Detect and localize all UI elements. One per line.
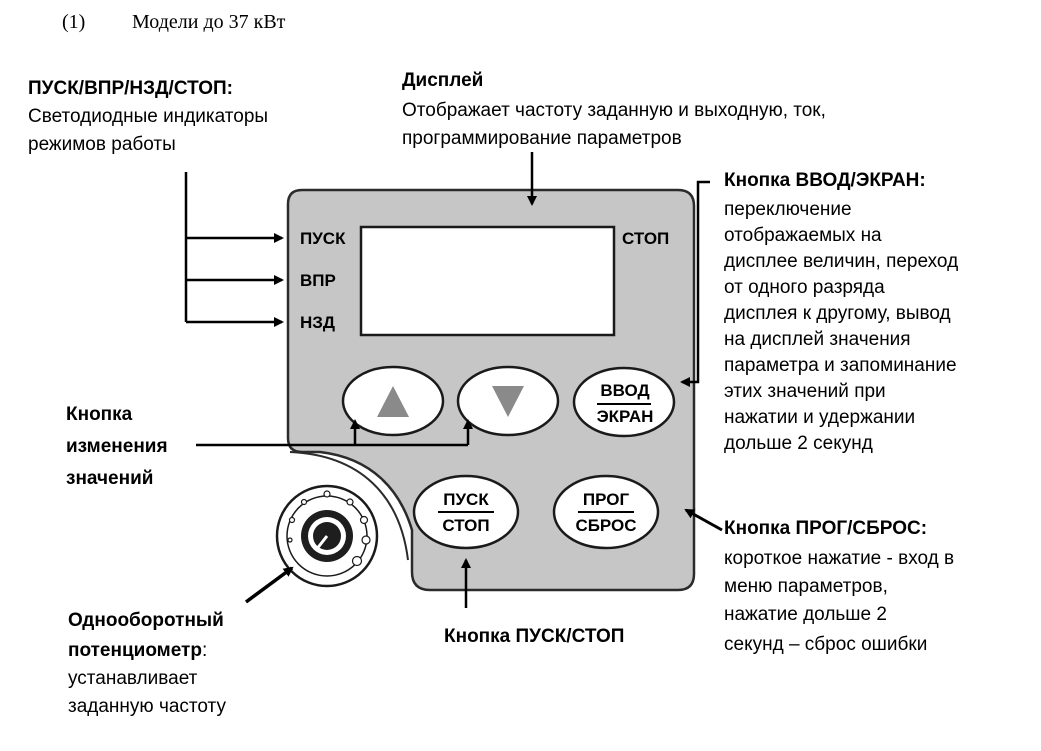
run-button-bottom-label: СТОП xyxy=(442,516,490,535)
pot-callout-desc-2: заданную частоту xyxy=(68,696,226,717)
prog-desc-line: короткое нажатие - вход в xyxy=(724,548,955,569)
enter-desc-line: от одного разряда xyxy=(724,277,885,298)
enter-desc-line: отображаемых на xyxy=(724,225,882,246)
enter-desc-line: нажатии и удержании xyxy=(724,407,916,428)
enter-callout-desc: переключение отображаемых на дисплее вел… xyxy=(724,197,958,457)
prog-button-top-label: ПРОГ xyxy=(582,490,630,509)
section-number: (1) xyxy=(62,11,86,33)
enter-desc-line: дисплее величин, переход xyxy=(724,251,959,272)
enter-desc-line: дольше 2 секунд xyxy=(724,433,873,454)
pot-callout-colon: : xyxy=(201,640,208,661)
panel-arc xyxy=(289,451,409,561)
led-stop-label: СТОП xyxy=(622,229,670,248)
prog-desc-line: меню параметров, xyxy=(724,576,888,597)
enter-desc-line: переключение xyxy=(724,199,852,220)
up-arrow-icon xyxy=(377,386,409,417)
enter-desc-line: этих значений при xyxy=(724,381,886,402)
enter-desc-line: дисплея к другому, вывод xyxy=(724,303,951,324)
leds-callout-desc-2: режимов работы xyxy=(28,134,176,155)
leds-callout-title: ПУСК/ВПР/НЗД/СТОП: xyxy=(28,78,233,99)
enter-display-button xyxy=(572,366,676,438)
section-heading: Модели до 37 кВт xyxy=(132,11,286,33)
led-run-label: ПУСК xyxy=(300,229,346,248)
pot-callout-title-2-line: потенциометр: xyxy=(68,638,207,664)
display-callout-desc-1: Отображает частоту заданную и выходную, … xyxy=(402,100,826,121)
enter-button-top-label: ВВОД xyxy=(600,381,650,400)
leds-callout-desc-1: Светодиодные индикаторы xyxy=(28,106,269,127)
display-screen xyxy=(359,225,616,337)
run-button-top-label: ПУСК xyxy=(443,490,489,509)
change-callout-line-2: изменения xyxy=(66,436,168,457)
prog-callout-title: Кнопка ПРОГ/СБРОС: xyxy=(724,518,928,539)
prog-desc-line: секунд – сброс ошибки xyxy=(724,634,928,655)
runstop-callout-title: Кнопка ПУСК/СТОП xyxy=(444,626,625,647)
pot-callout-title-1: Однооборотный xyxy=(68,610,224,631)
potentiometer-knob xyxy=(275,484,379,588)
led-reverse-label: НЗД xyxy=(300,313,336,332)
enter-button-bottom-label: ЭКРАН xyxy=(596,407,654,426)
display-callout-title: Дисплей xyxy=(402,70,484,91)
led-forward-label: ВПР xyxy=(300,271,336,290)
display-callout-desc-2: программирование параметров xyxy=(402,128,682,149)
change-callout-line-3: значений xyxy=(66,468,154,489)
pot-callout-desc-1: устанавливает xyxy=(68,668,198,689)
pot-callout-title-2: потенциометр xyxy=(68,640,202,661)
prog-desc-line: нажатие дольше 2 xyxy=(724,604,887,625)
prog-button-bottom-label: СБРОС xyxy=(575,516,637,535)
change-callout-line-1: Кнопка xyxy=(66,404,133,425)
down-arrow-icon xyxy=(492,386,524,417)
enter-desc-line: на дисплей значения xyxy=(724,329,911,350)
enter-callout-title: Кнопка ВВОД/ЭКРАН: xyxy=(724,170,926,191)
enter-desc-line: параметра и запоминание xyxy=(724,355,957,376)
